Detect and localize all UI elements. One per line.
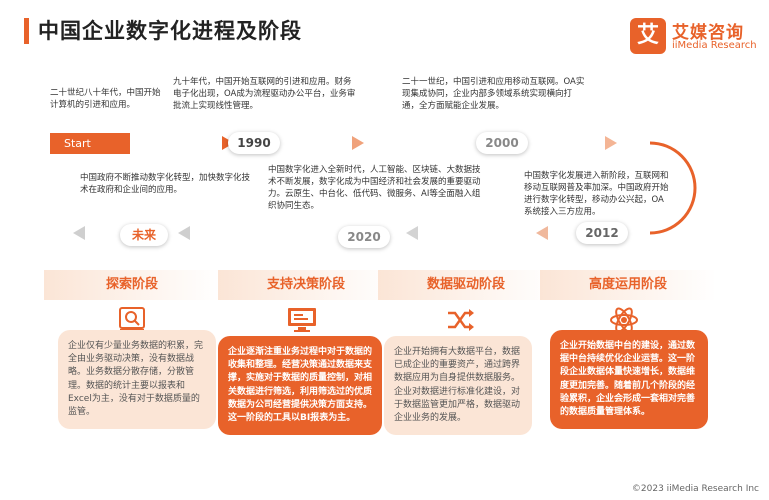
logo-mark: 艾	[630, 18, 666, 54]
stage-decision-label: 支持决策阶段	[218, 270, 394, 300]
stage-explore-card: 企业仅有少量业务数据的积累，完全由业务驱动决策，没有数据战略。业务数据分散存储，…	[58, 330, 216, 430]
logo: 艾 艾媒咨询 iiMedia Research	[630, 18, 760, 58]
arrow-5	[406, 226, 418, 240]
stage-advanced-label: 高度运用阶段	[540, 270, 716, 300]
node-1990: 1990	[228, 132, 280, 154]
shuffle-icon	[440, 302, 480, 338]
node-2000: 2000	[476, 132, 528, 154]
text-2000s: 二十一世纪，中国引进和应用移动互联网。OA实现集成协同，企业内部多领域系统实现横…	[402, 77, 585, 111]
arrow-6	[178, 226, 190, 240]
arrow-7	[73, 226, 85, 240]
track-curve	[649, 141, 697, 235]
start-marker: Start	[50, 133, 130, 154]
stage-datadriven-header: 数据驱动阶段	[378, 270, 554, 300]
arrow-3	[605, 136, 617, 150]
text-1990s: 九十年代，中国开始互联网的引进和应用。财务电子化出现，OA成为流程驱动办公平台，…	[173, 77, 356, 111]
stage-datadriven-card: 企业开始拥有大数据平台，数据已成企业的重要资产，通过跨界数据应用为自身提供数据服…	[384, 336, 532, 436]
text-future: 中国政府不断推动数字化转型，加快数字化技术在政府和企业间的应用。	[80, 173, 251, 195]
stage-decision-card: 企业逐渐注重业务过程中对于数据的收集和整理。经营决策通过数据来支撑，实施对于数据…	[218, 336, 382, 436]
logo-text-en: iiMedia Research	[672, 40, 757, 51]
timeline: Start 1990 2000 2012 2020 未来 二十世纪八十年代，中国…	[50, 77, 697, 248]
copyright-footer: ©2023 iiMedia Research Inc	[631, 484, 759, 494]
stage-explore-header: 探索阶段	[44, 270, 220, 300]
arrow-4	[536, 226, 548, 240]
text-1980s: 二十世纪八十年代，中国开始计算机的引进和应用。	[50, 88, 161, 110]
arrow-2	[352, 136, 364, 150]
stage-datadriven-label: 数据驱动阶段	[378, 270, 554, 300]
node-2012: 2012	[576, 222, 628, 244]
title-accent-bar	[24, 18, 29, 44]
node-future: 未来	[120, 224, 168, 246]
text-2012: 中国数字化发展进入新阶段，互联网和移动互联网普及率加深。中国政府开始进行数字化转…	[524, 171, 669, 217]
stage-advanced-card: 企业开始数据中台的建设，通过数据中台持续优化企业运营。这一阶段企业数据体量快速增…	[550, 330, 708, 430]
stage-advanced-header: 高度运用阶段	[540, 270, 716, 300]
node-2020: 2020	[338, 226, 390, 248]
monitor-icon	[282, 302, 322, 338]
stage-explore-label: 探索阶段	[44, 270, 220, 300]
page-title: 中国企业数字化进程及阶段	[38, 19, 302, 43]
header: 中国企业数字化进程及阶段 艾 艾媒咨询 iiMedia Research	[0, 0, 769, 60]
stage-decision-header: 支持决策阶段	[218, 270, 394, 300]
text-2020: 中国数字化进入全新时代，人工智能、区块链、大数据技术不断发展，数字化成为中国经济…	[268, 165, 481, 211]
logo-text-cn: 艾媒咨询	[672, 23, 744, 43]
